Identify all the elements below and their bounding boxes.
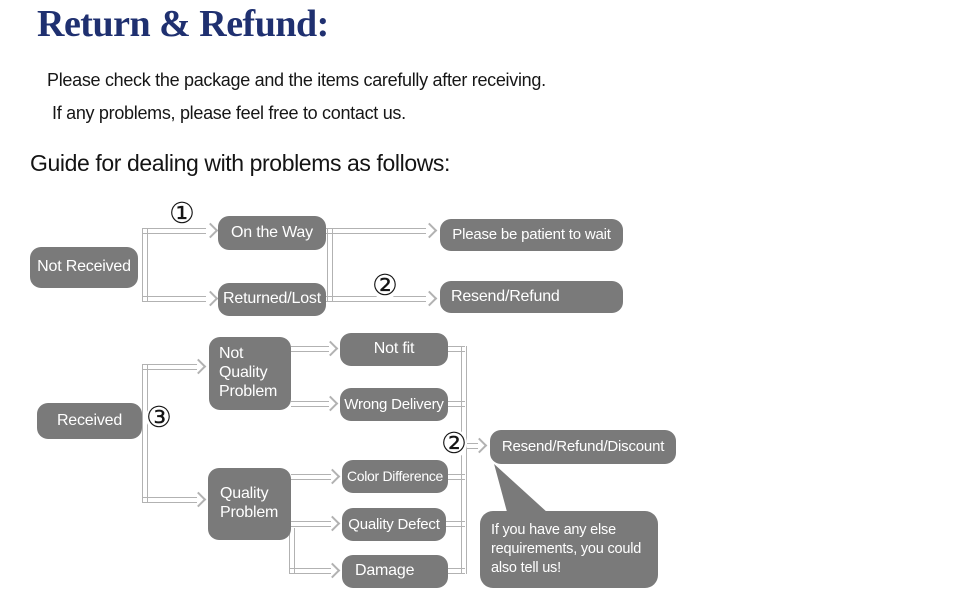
node-not-received: Not Received [30, 247, 138, 288]
stub-damage [446, 568, 465, 574]
step-1-marker: ① [169, 196, 195, 230]
arrowhead-icon [421, 290, 438, 307]
stub-color-difference [446, 474, 465, 480]
arrowhead-icon [190, 491, 207, 508]
node-damage: Damage [342, 555, 448, 588]
node-returned-lost: Returned/Lost [218, 283, 326, 316]
arrowhead-icon [324, 515, 341, 532]
node-quality-defect: Quality Defect [342, 508, 446, 541]
node-resend-refund: Resend/Refund [440, 281, 623, 313]
connector-to-on-the-way [142, 228, 206, 234]
arrowhead-icon [324, 468, 341, 485]
node-quality-problem: Quality Problem [208, 468, 291, 540]
stub-not-fit [446, 346, 465, 352]
step-3-marker: ③ [146, 400, 172, 434]
step-2-marker-bottom: ② [441, 426, 467, 460]
arrowhead-icon [190, 358, 207, 375]
stub-quality-defect [444, 521, 465, 527]
stub-wrong-delivery [446, 401, 465, 407]
intro-line-1: Please check the package and the items c… [47, 70, 546, 90]
node-resend-refund-discount: Resend/Refund/Discount [490, 430, 676, 464]
node-please-be-patient: Please be patient to wait [440, 219, 623, 251]
connector-to-please-wait [326, 228, 426, 234]
connector-to-not-quality-problem [142, 364, 197, 370]
arrowhead-icon [202, 290, 219, 307]
guide-heading: Guide for dealing with problems as follo… [30, 150, 451, 176]
arrowhead-icon [202, 222, 219, 239]
connector-to-wrong-delivery [291, 401, 329, 407]
arrowhead-icon [324, 562, 341, 579]
arrowhead-icon [421, 222, 438, 239]
page-title: Return & Refund: [37, 3, 329, 45]
connector-to-quality-problem [142, 497, 197, 503]
connector-to-returned-lost [142, 296, 206, 302]
arrowhead-icon [322, 340, 339, 357]
node-not-fit: Not fit [340, 333, 448, 366]
connector-damage-vertical [289, 528, 295, 574]
connector-to-color-difference [291, 474, 331, 480]
arrowhead-icon [322, 395, 339, 412]
speech-bubble-tail [494, 464, 548, 513]
speech-bubble-note: If you have any else requirements, you c… [480, 511, 658, 588]
intro-line-2: If any problems, please feel free to con… [52, 103, 406, 123]
connector-to-not-fit [291, 346, 329, 352]
connector-not-received-vertical [142, 228, 148, 302]
node-on-the-way: On the Way [218, 216, 326, 250]
connector-midtop-vertical [327, 228, 333, 302]
connector-collector-vertical [461, 346, 467, 574]
node-not-quality-problem: Not Quality Problem [209, 337, 291, 410]
node-received: Received [37, 403, 142, 439]
connector-to-damage [289, 568, 331, 574]
node-color-difference: Color Difference [342, 460, 448, 493]
connector-received-vertical [142, 364, 148, 503]
node-wrong-delivery: Wrong Delivery [340, 388, 448, 421]
connector-to-resend-refund-discount [465, 443, 478, 449]
connector-to-quality-defect [291, 521, 331, 527]
arrowhead-icon [471, 437, 488, 454]
step-2-marker-top: ② [372, 268, 398, 302]
